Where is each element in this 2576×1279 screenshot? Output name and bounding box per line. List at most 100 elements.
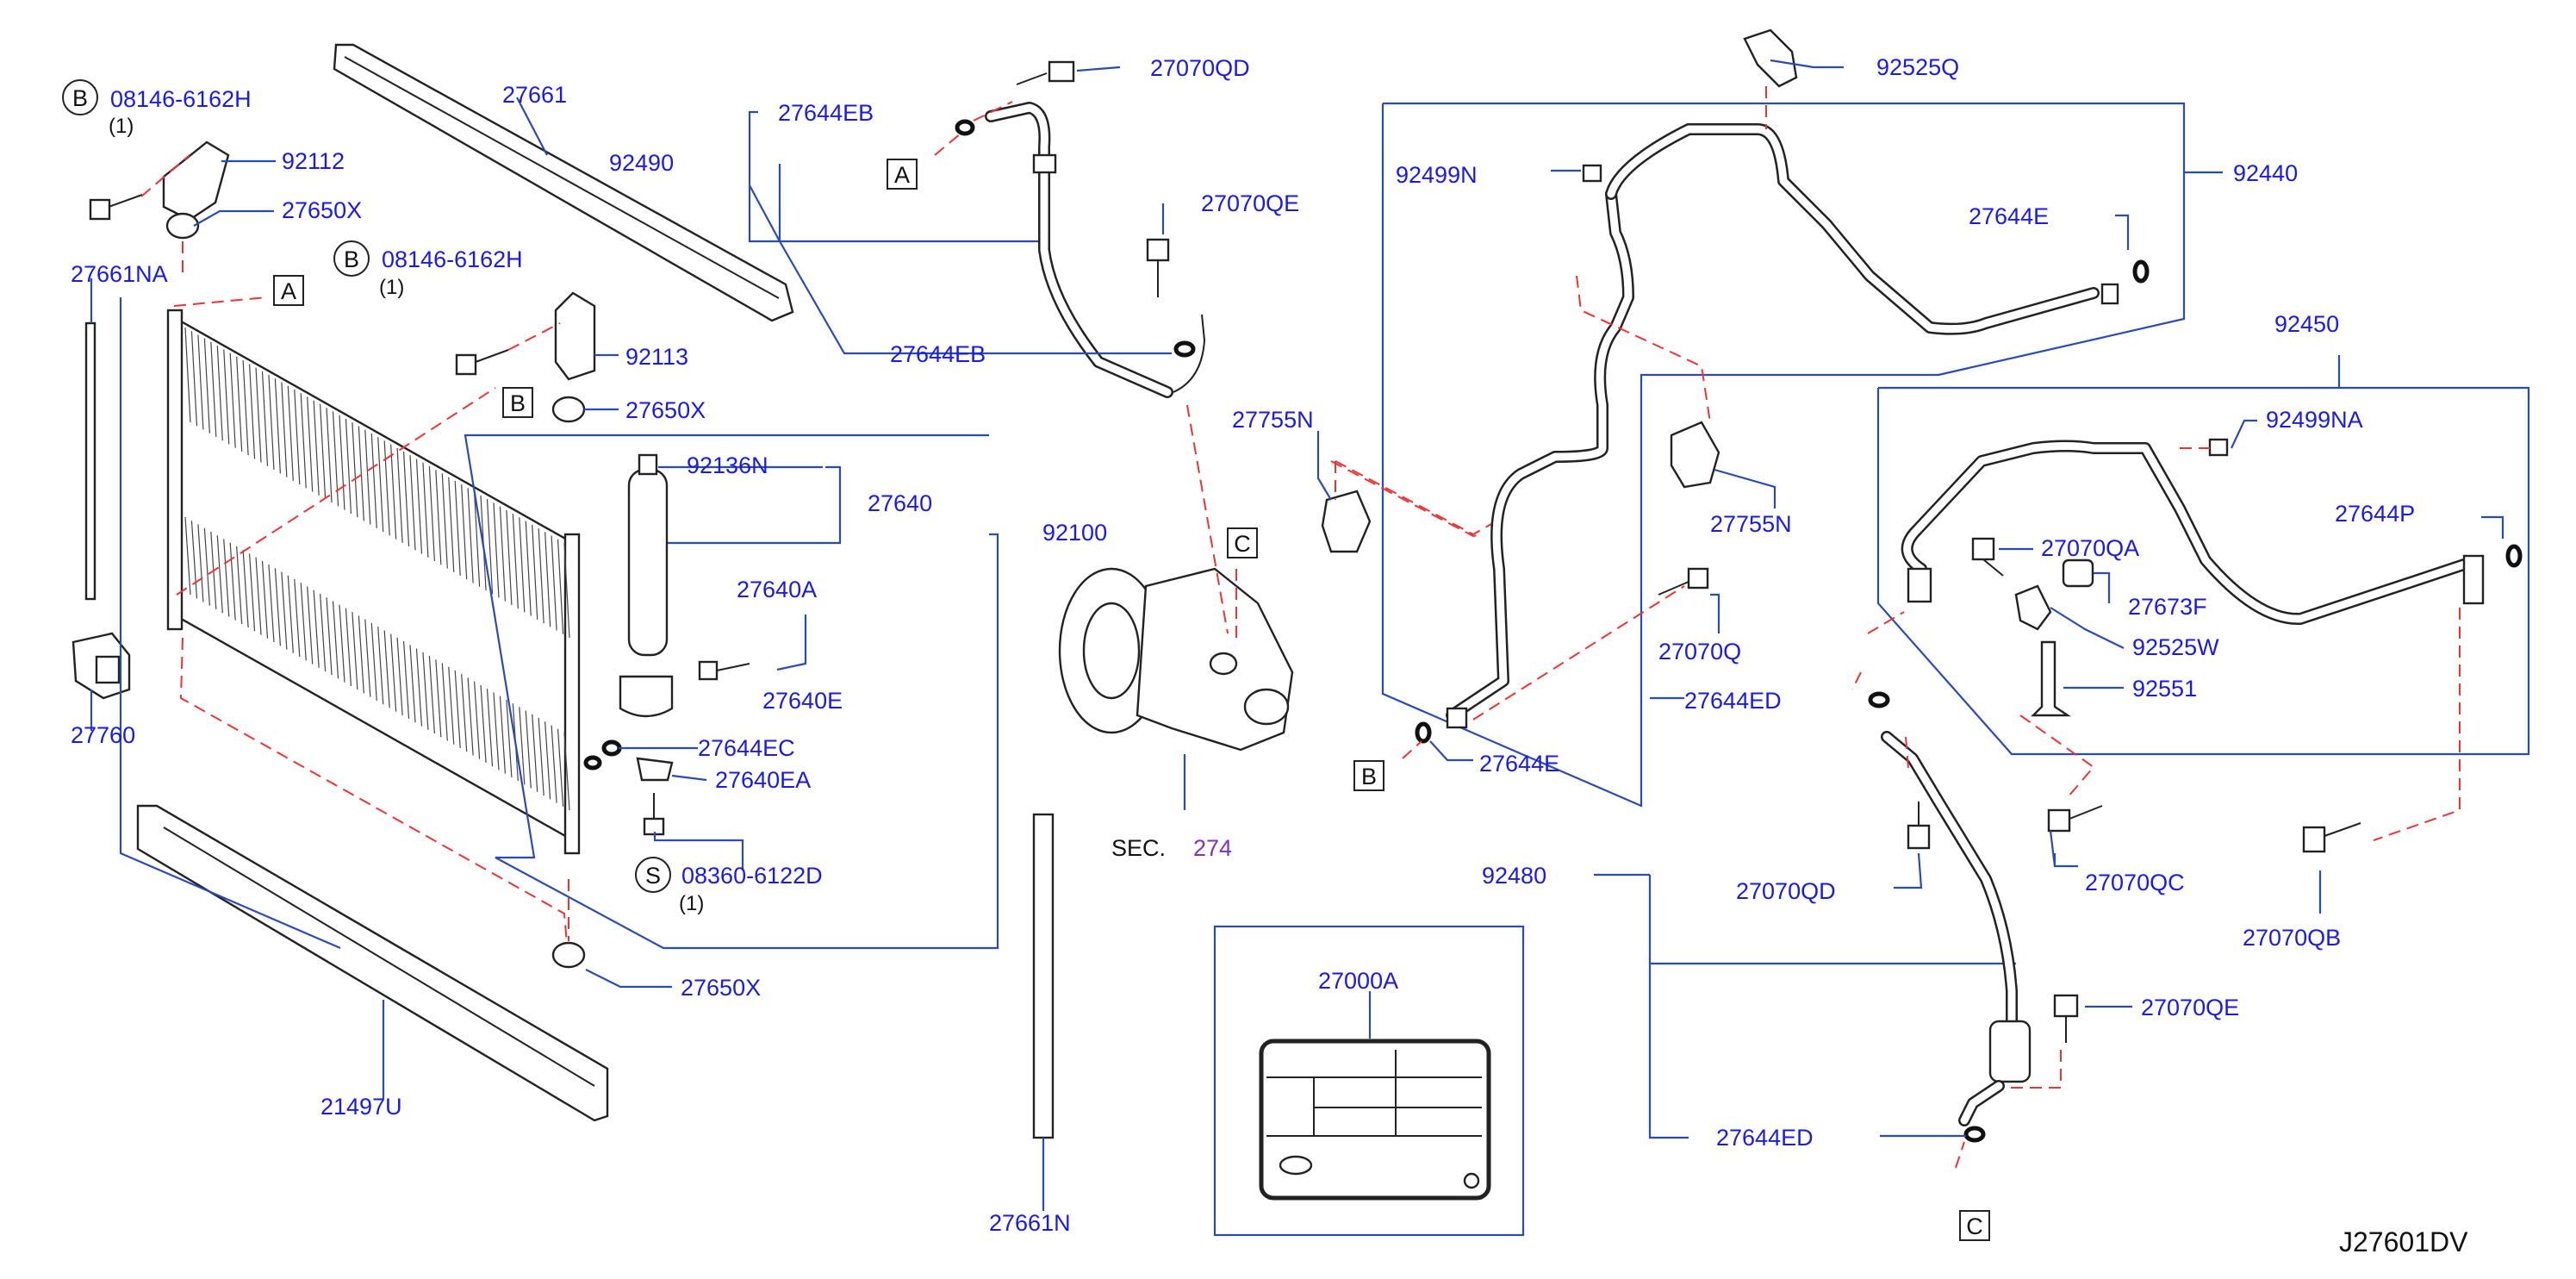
bolt-27070qa: [1971, 537, 2004, 577]
condenser-fin: [248, 364, 256, 459]
condenser-fin: [383, 440, 390, 536]
condenser-fin: [441, 473, 448, 569]
condenser-fin: [473, 491, 481, 587]
marker-s-circle: [635, 857, 671, 893]
label-27640e: 27640E: [762, 688, 843, 714]
condenser-fin: [203, 338, 210, 434]
condenser-fin: [358, 615, 364, 694]
label-08360-6122d: 08360-6122D: [681, 863, 823, 889]
condenser-fin: [512, 514, 519, 609]
condenser-fin: [320, 593, 327, 672]
condenser-fin: [229, 542, 236, 621]
label-qty-b: (1): [379, 276, 404, 299]
bracket-92551: [2031, 640, 2071, 717]
diagram-code: J27601DV: [2339, 1226, 2468, 1257]
side-seal-27661n: [1032, 813, 1055, 1139]
marker-b-1-circle: [62, 79, 98, 115]
condenser-fin: [287, 385, 294, 481]
label-27661na: 27661NA: [71, 261, 168, 287]
condenser-fin: [248, 553, 256, 632]
ref-a-box-1: [273, 275, 304, 306]
condenser-fin: [184, 516, 191, 596]
suction-pipe-92450: [1901, 440, 2485, 626]
plate-27640ea: [636, 757, 674, 782]
label-qty-a: (1): [109, 115, 134, 138]
bolt-27070qe-b: [2053, 994, 2079, 1043]
bolt-08360: [643, 793, 665, 836]
marker-b-2: B: [344, 246, 359, 272]
condenser-fin: [422, 652, 429, 730]
o-ring-27644ed-b: [1963, 1126, 1986, 1143]
label-27650x-b: 27650X: [625, 397, 706, 423]
label-27070qd-a: 27070QD: [1150, 55, 1250, 81]
bolt-08146-a: [89, 194, 143, 221]
label-92100: 92100: [1042, 520, 1107, 546]
condenser-fin: [538, 718, 544, 796]
label-27000a: [1213, 925, 1525, 1237]
condenser-fin: [563, 732, 570, 811]
bolt-27070qe-a: [1146, 238, 1170, 297]
label-92499n: 92499N: [1396, 162, 1478, 188]
condenser-fin: [435, 659, 442, 738]
label-92450: 92450: [2274, 311, 2339, 337]
condenser-fin: [486, 499, 494, 595]
condenser-fin: [216, 535, 223, 614]
condenser-fin: [320, 403, 327, 500]
condenser-fin: [461, 484, 468, 580]
condenser-fin: [242, 550, 249, 628]
cap-92499n: [1582, 164, 1602, 183]
condenser-fin: [339, 604, 345, 683]
condenser-fin: [339, 415, 345, 510]
label-27673f: 27673F: [2128, 594, 2207, 620]
condenser-fin: [287, 575, 294, 653]
label-27070qd-b: 27070QD: [1736, 878, 1836, 904]
label-27640: 27640: [868, 490, 932, 516]
condenser-fin: [261, 560, 269, 639]
condenser-fin: [377, 437, 384, 533]
hose-92480: [1881, 731, 2032, 1126]
bolt-27070q: [1658, 567, 1709, 596]
condenser-fin: [415, 459, 423, 554]
label-27661n: 27661N: [989, 1210, 1071, 1236]
condenser-fin: [402, 452, 410, 547]
condenser-fin: [197, 334, 204, 430]
label-27755n-b: 27755N: [1710, 511, 1792, 537]
condenser-fin: [428, 655, 435, 734]
condenser-fin: [390, 633, 397, 712]
cap-92499na: [2208, 438, 2229, 457]
label-27644e-b: 27644E: [1479, 751, 1559, 777]
condenser-fin: [506, 699, 513, 777]
condenser-fin: [300, 583, 307, 661]
o-ring-27644e-b: [1415, 721, 1432, 744]
condenser-fin: [242, 360, 249, 456]
label-sec: SEC.: [1111, 835, 1166, 861]
condenser-fin: [236, 356, 243, 452]
label-27644eb-a: 27644EB: [778, 100, 874, 126]
condenser-fin: [326, 597, 333, 676]
ref-a-2: A: [894, 162, 910, 188]
condenser-fin: [441, 663, 448, 741]
ref-b-box-1: [502, 387, 533, 418]
label-27650x-a: 27650X: [282, 197, 362, 223]
condenser-fin: [268, 565, 275, 643]
condenser-fin: [557, 539, 564, 634]
label-27070qb: 27070QB: [2243, 925, 2341, 951]
o-ring-27644p: [2505, 544, 2523, 568]
condenser-fin: [313, 400, 320, 496]
ref-b-1: B: [510, 390, 526, 416]
condenser-fin: [493, 502, 500, 598]
label-27070qa: 27070QA: [2041, 535, 2139, 561]
condenser-fin: [454, 670, 461, 749]
label-08146-6162h-a: 08146-6162H: [110, 86, 252, 112]
condenser-fin: [255, 557, 262, 635]
marker-b-1: B: [72, 85, 88, 111]
ref-a-box-2: [887, 159, 918, 190]
condenser-fin: [396, 447, 403, 543]
ref-c-1: C: [1234, 531, 1251, 557]
label-27760: 27760: [71, 722, 135, 748]
condenser-fin: [345, 418, 352, 514]
label-92480: 92480: [1482, 863, 1546, 889]
condenser-fin: [332, 601, 339, 679]
condenser-fin: [551, 535, 557, 631]
